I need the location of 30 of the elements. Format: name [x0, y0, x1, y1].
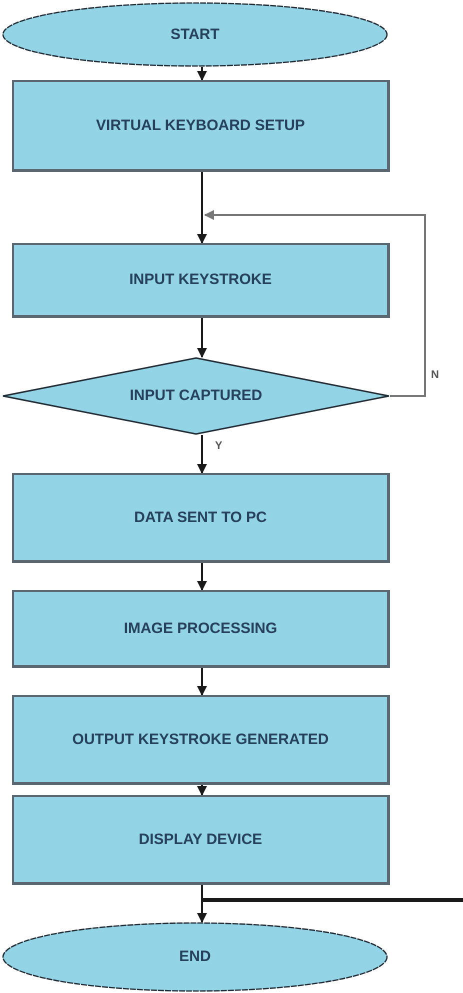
edge-label: N — [430, 370, 440, 381]
node-label: DISPLAY DEVICE — [138, 830, 264, 850]
arrow — [197, 785, 207, 796]
arrow — [197, 67, 207, 81]
arrow — [197, 668, 207, 696]
process-box — [12, 473, 390, 563]
node-label: INPUT KEYSTROKE — [128, 270, 273, 290]
arrow — [204, 210, 426, 397]
node-label: INPUT CAPTURED — [128, 386, 264, 406]
node-label: START — [170, 24, 220, 44]
arrow — [197, 885, 207, 923]
node-label: VIRTUAL KEYBOARD SETUP — [95, 116, 306, 136]
arrow — [197, 318, 207, 358]
node-label: OUTPUT KEYSTROKE GENERATED — [71, 730, 330, 750]
process-box — [12, 695, 390, 785]
node-label: END — [178, 947, 212, 967]
terminal-ellipse — [2, 922, 388, 992]
arrow — [197, 435, 207, 474]
node-label: IMAGE PROCESSING — [122, 618, 278, 638]
arrow — [197, 563, 207, 591]
edge-label: Y — [214, 441, 224, 452]
connector-line — [202, 898, 463, 902]
decision-diamond — [2, 357, 390, 435]
terminal-ellipse — [2, 2, 388, 67]
arrow — [197, 172, 207, 244]
process-box — [12, 795, 390, 885]
process-box — [12, 590, 390, 668]
process-box — [12, 80, 390, 172]
node-label: DATA SENT TO PC — [133, 508, 268, 528]
process-box — [12, 243, 390, 318]
